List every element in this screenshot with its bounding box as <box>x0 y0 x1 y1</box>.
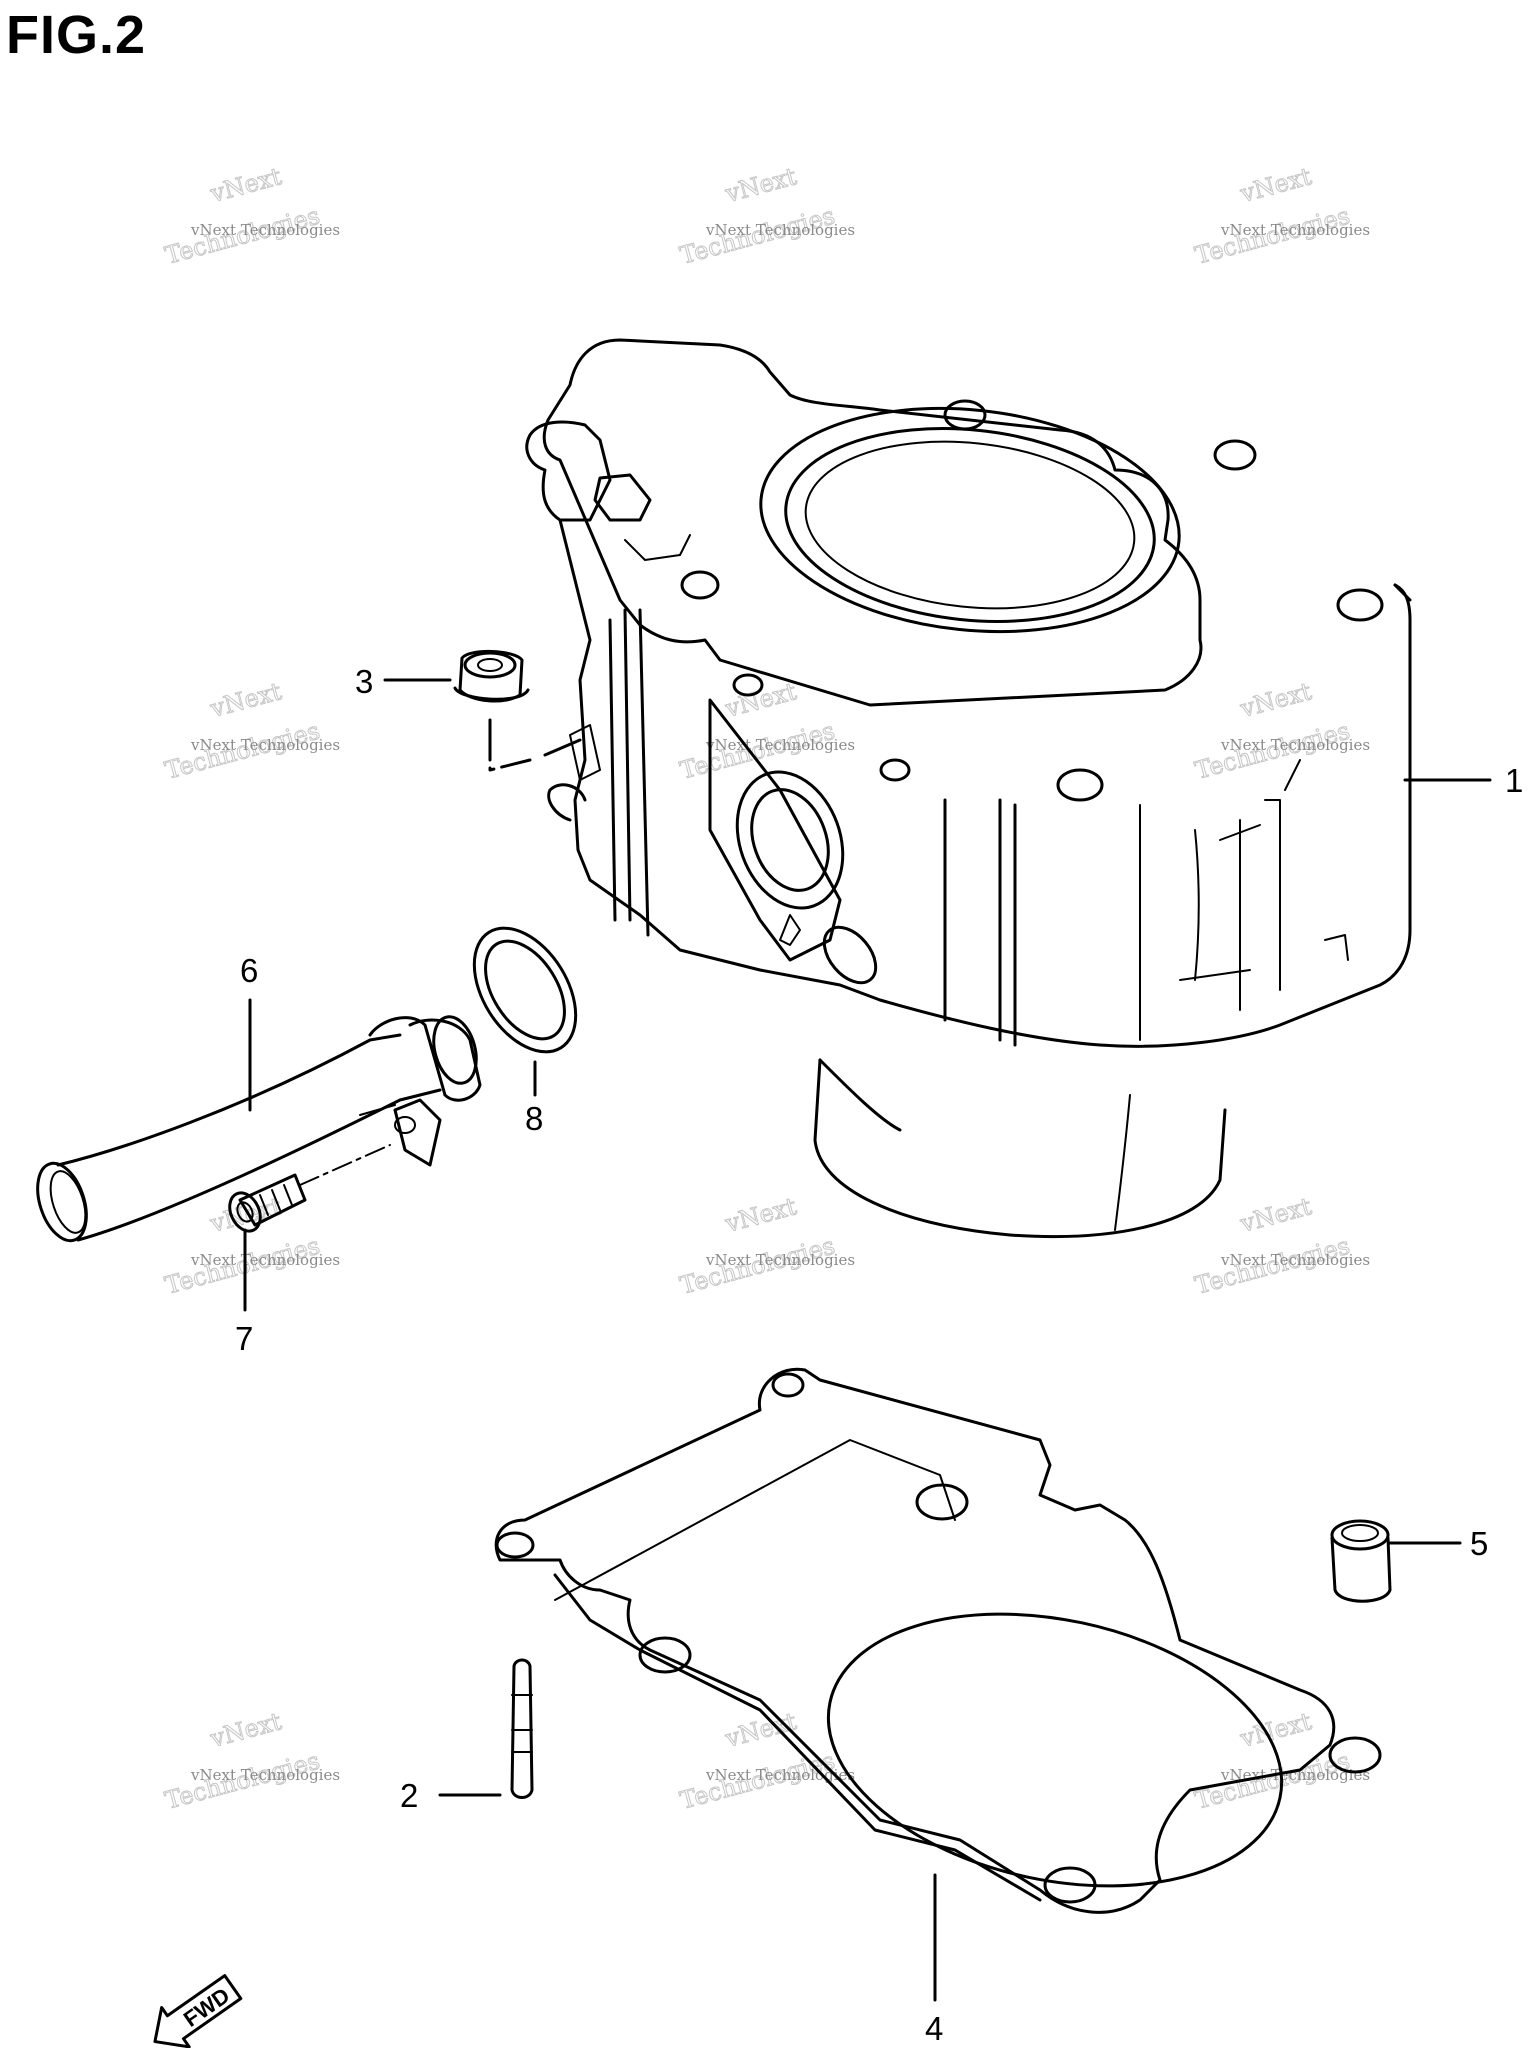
cylinder-part[interactable] <box>525 338 1412 1238</box>
watermark-line2: vNext <box>1237 1707 1315 1753</box>
callout-5: 5 <box>1470 1525 1488 1562</box>
watermark-line1: vNext Technologies <box>1220 736 1370 754</box>
watermark-line1: vNext Technologies <box>1220 1251 1370 1269</box>
dowel-pin-part[interactable] <box>1330 1519 1392 1603</box>
flange-nut-part[interactable] <box>453 649 530 703</box>
watermark-line2: vNext <box>1237 1192 1315 1238</box>
watermark-line1: vNext Technologies <box>705 1251 855 1269</box>
forward-direction-badge: FWD <box>153 1974 243 2048</box>
callout-3: 3 <box>355 663 373 700</box>
callout-1: 1 <box>1505 762 1523 799</box>
watermark-line1: vNext Technologies <box>1220 1766 1370 1784</box>
watermark-line1: vNext Technologies <box>705 736 855 754</box>
water-pipe-part[interactable] <box>29 1012 483 1247</box>
cylinder-gasket-part[interactable] <box>494 1367 1382 1925</box>
o-ring-part[interactable] <box>453 910 596 1070</box>
bolt-part[interactable] <box>224 1173 307 1236</box>
stud-part[interactable] <box>510 1658 534 1799</box>
watermark-line1: vNext Technologies <box>1220 221 1370 239</box>
watermark-line2: vNext <box>1237 677 1315 723</box>
watermark-line2: vNext <box>1237 162 1315 208</box>
watermark-line1: vNext Technologies <box>705 1766 855 1784</box>
watermark-line1: vNext Technologies <box>190 221 340 239</box>
watermark-line1: vNext Technologies <box>190 1766 340 1784</box>
watermark-line2: vNext <box>207 1707 285 1753</box>
callout-7: 7 <box>235 1320 253 1357</box>
watermark-line1: vNext Technologies <box>190 736 340 754</box>
callout-6: 6 <box>240 952 258 989</box>
watermark-line2: vNext <box>722 162 800 208</box>
callout-2: 2 <box>400 1777 418 1814</box>
watermark-line1: vNext Technologies <box>190 1251 340 1269</box>
watermark-line2: vNext <box>722 1707 800 1753</box>
watermark-line1: vNext Technologies <box>705 221 855 239</box>
figure-title: FIG.2 <box>6 5 147 65</box>
callout-8: 8 <box>525 1100 543 1137</box>
watermark-line2: vNext <box>207 677 285 723</box>
watermark-line2: vNext <box>722 1192 800 1238</box>
watermark-line2: vNext <box>207 162 285 208</box>
callout-4: 4 <box>925 2010 943 2047</box>
